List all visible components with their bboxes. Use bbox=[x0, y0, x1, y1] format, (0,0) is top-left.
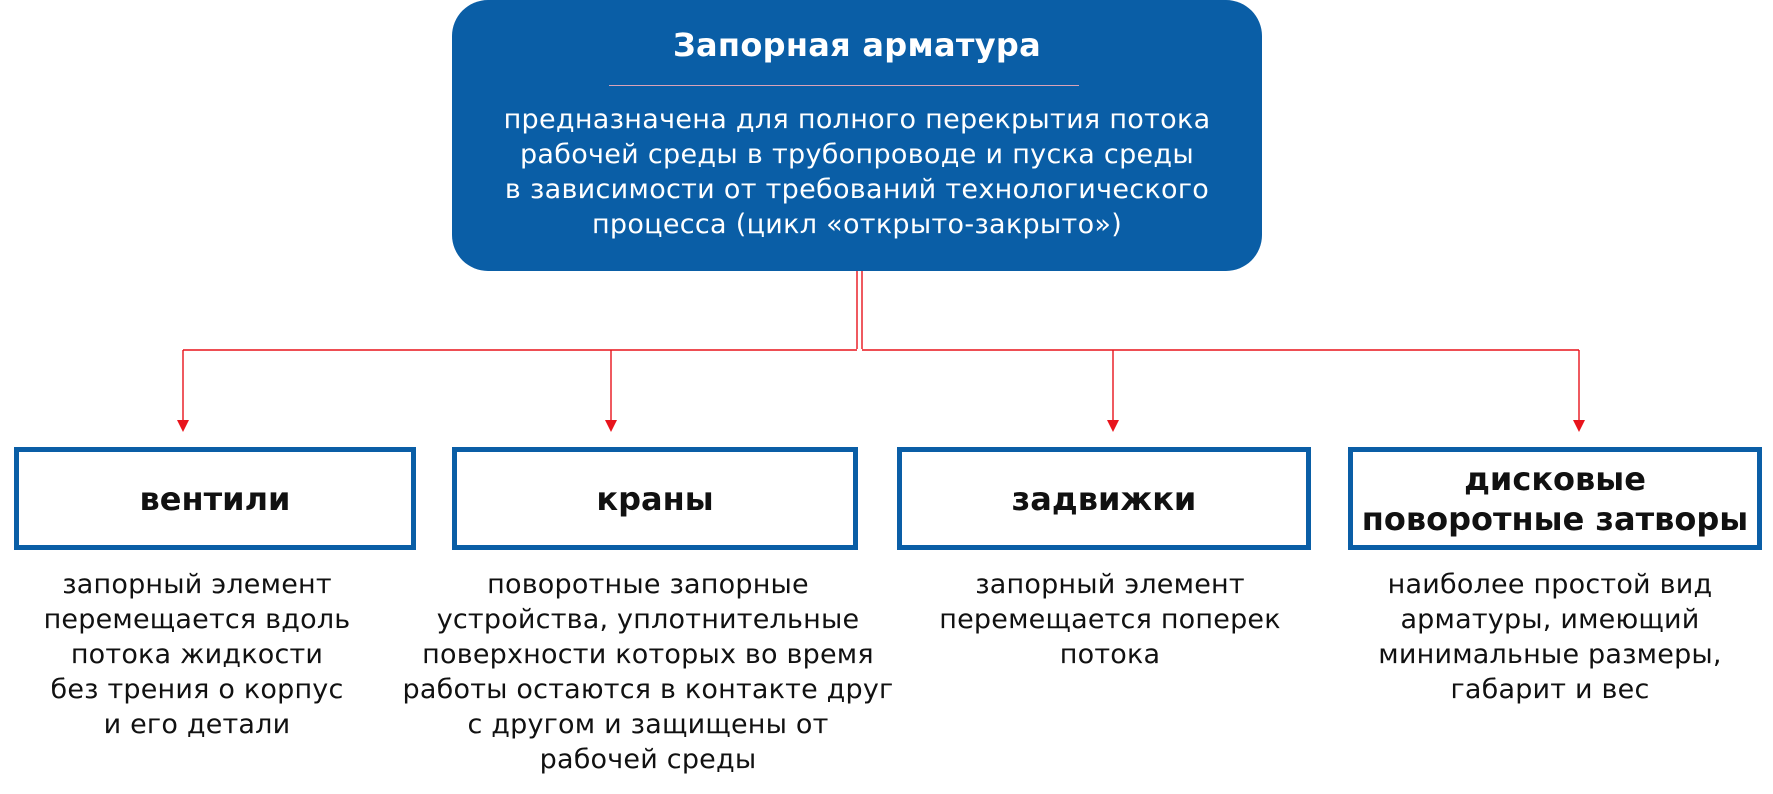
desc-line: без трения о корпус bbox=[50, 674, 344, 705]
desc-line: запорный элемент bbox=[975, 569, 1245, 600]
root-divider bbox=[609, 85, 1079, 86]
category-box-zatvory: дисковые поворотные затворы bbox=[1348, 447, 1762, 550]
arrowhead-krany bbox=[605, 420, 617, 432]
category-box-krany: краны bbox=[452, 447, 858, 550]
root-node: Запорная арматура предназначена для полн… bbox=[452, 0, 1262, 271]
category-description-zatvory: наиболее простой вид арматуры, имеющий м… bbox=[1345, 567, 1755, 707]
category-title: вентили bbox=[139, 479, 291, 518]
root-description: предназначена для полного перекрытия пот… bbox=[462, 102, 1252, 242]
root-desc-line: рабочей среды в трубопроводе и пуска сре… bbox=[519, 139, 1195, 170]
desc-line: потока bbox=[1059, 639, 1161, 670]
category-box-zadvizhki: задвижки bbox=[897, 447, 1311, 550]
desc-line: поверхности которых во время bbox=[422, 639, 874, 670]
category-description-krany: поворотные запорные устройства, уплотнит… bbox=[391, 567, 905, 777]
desc-line: с другом и защищены от bbox=[467, 709, 829, 740]
category-title: дисковые bbox=[1464, 459, 1646, 498]
desc-line: перемещается поперек bbox=[939, 604, 1281, 635]
desc-line: поворотные запорные bbox=[487, 569, 809, 600]
root-desc-line: процесса (цикл «открыто-закрыто») bbox=[591, 209, 1123, 240]
desc-line: габарит и вес bbox=[1450, 674, 1650, 705]
root-desc-line: в зависимости от требований технологичес… bbox=[504, 174, 1210, 205]
arrowhead-ventili bbox=[177, 420, 189, 432]
desc-line: запорный элемент bbox=[62, 569, 332, 600]
arrowhead-zatvory bbox=[1573, 420, 1585, 432]
category-title: краны bbox=[596, 479, 714, 518]
root-desc-line: предназначена для полного перекрытия пот… bbox=[503, 104, 1211, 135]
desc-line: рабочей среды bbox=[539, 744, 757, 775]
category-description-zadvizhki: запорный элемент перемещается поперек по… bbox=[905, 567, 1315, 672]
root-title: Запорная арматура bbox=[673, 26, 1041, 64]
desc-line: потока жидкости bbox=[70, 639, 324, 670]
arrowhead-zadvizhki bbox=[1107, 420, 1119, 432]
desc-line: наиболее простой вид bbox=[1387, 569, 1713, 600]
category-description-ventili: запорный элемент перемещается вдоль пото… bbox=[14, 567, 380, 742]
desc-line: работы остаются в контакте друг bbox=[402, 674, 894, 705]
desc-line: и его детали bbox=[103, 709, 291, 740]
desc-line: перемещается вдоль bbox=[43, 604, 351, 635]
desc-line: минимальные размеры, bbox=[1378, 639, 1722, 670]
desc-line: устройства, уплотнительные bbox=[436, 604, 860, 635]
desc-line: арматуры, имеющий bbox=[1400, 604, 1700, 635]
category-title: поворотные затворы bbox=[1361, 499, 1749, 538]
category-title: задвижки bbox=[1011, 479, 1197, 518]
category-box-ventili: вентили bbox=[14, 447, 416, 550]
